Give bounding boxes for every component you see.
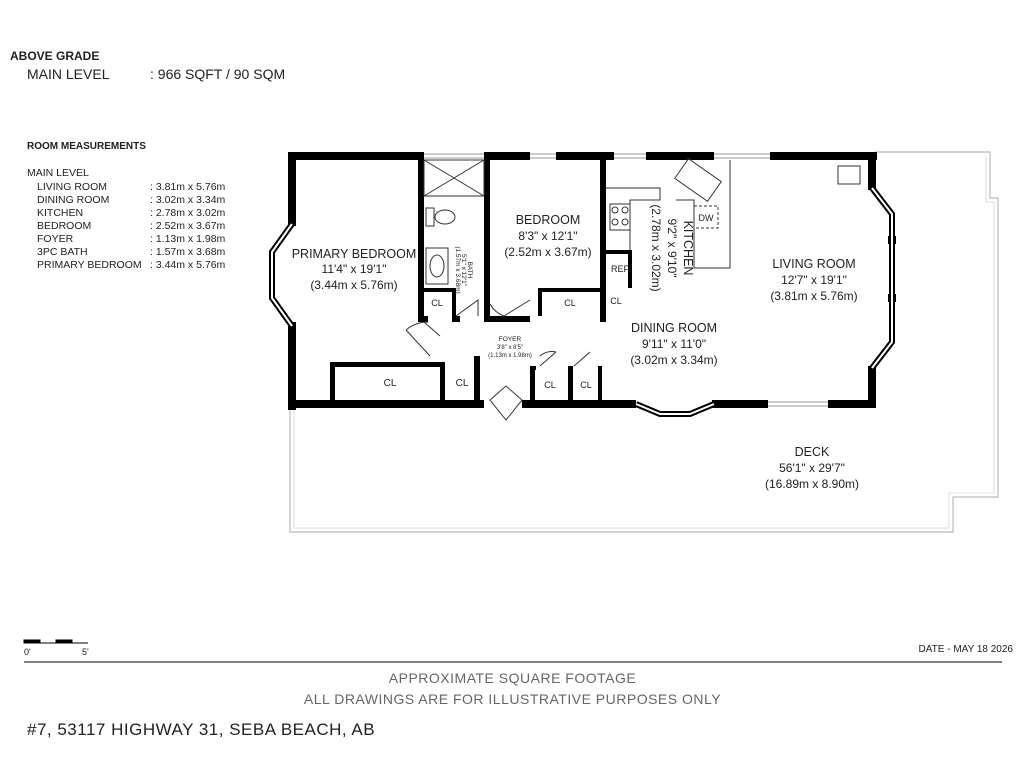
closet-label: CL xyxy=(544,380,556,390)
level-area: : 966 SQFT / 90 SQM xyxy=(150,66,286,82)
scale-start-label: 0' xyxy=(24,647,31,657)
right-bay-window xyxy=(869,186,895,370)
measurement-value: : 3.81m x 5.76m xyxy=(150,181,226,193)
measurement-value: : 1.57m x 3.68m xyxy=(150,246,226,258)
living-room-imperial: 12'7" x 19'1" xyxy=(781,273,847,287)
footer-line-2: ALL DRAWINGS ARE FOR ILLUSTRATIVE PURPOS… xyxy=(303,691,722,707)
closet-label: CL xyxy=(384,378,397,389)
closet-label: CL xyxy=(431,298,443,308)
closet-label: CL xyxy=(610,296,622,306)
measurement-name: 3PC BATH xyxy=(37,246,88,258)
measurement-value: : 1.13m x 1.98m xyxy=(150,233,226,245)
measurement-name: PRIMARY BEDROOM xyxy=(37,259,142,271)
living-room-name: LIVING ROOM xyxy=(772,257,855,271)
bath-imperial: 5'1" x 12'1" xyxy=(460,254,467,287)
measurement-row: FOYER : 1.13m x 1.98m xyxy=(37,233,225,245)
left-bay-window xyxy=(269,222,295,328)
deck-metric: (16.89m x 8.90m) xyxy=(765,477,859,491)
kitchen-fixtures xyxy=(606,158,861,269)
deck-name: DECK xyxy=(795,445,830,459)
measurement-row: LIVING ROOM : 3.81m x 5.76m xyxy=(37,181,225,193)
dining-room-name: DINING ROOM xyxy=(631,321,717,335)
kitchen-metric: (2.78m x 3.02m) xyxy=(649,204,663,291)
kitchen-imperial: 9'2" x 9'10" xyxy=(665,218,679,277)
bath-fixtures xyxy=(423,159,485,285)
level-label: MAIN LEVEL xyxy=(27,66,110,82)
bedroom-name: BEDROOM xyxy=(516,213,581,227)
primary-bedroom-name: PRIMARY BEDROOM xyxy=(292,247,417,261)
foyer-metric: (1.13m x 1.98m) xyxy=(488,353,532,359)
measurement-name: BEDROOM xyxy=(37,220,92,232)
measurement-row: 3PC BATH : 1.57m x 3.68m xyxy=(37,246,225,258)
foyer-name: FOYER xyxy=(499,336,522,343)
measurement-row: BEDROOM : 2.52m x 3.67m xyxy=(37,220,225,232)
measurement-row: KITCHEN : 2.78m x 3.02m xyxy=(37,207,225,219)
room-measurements-level: MAIN LEVEL xyxy=(27,167,89,179)
dining-room-metric: (3.02m x 3.34m) xyxy=(630,353,717,367)
bedroom-metric: (2.52m x 3.67m) xyxy=(504,245,591,259)
window-lines xyxy=(424,153,828,407)
measurement-name: LIVING ROOM xyxy=(37,181,108,193)
measurement-name: FOYER xyxy=(37,233,74,245)
measurement-row: DINING ROOM : 3.02m x 3.34m xyxy=(37,194,225,206)
dw-label: DW xyxy=(699,213,714,223)
bath-metric: (1.57m x 3.68m) xyxy=(454,246,461,293)
primary-bedroom-metric: (3.44m x 5.76m) xyxy=(310,278,397,292)
measurement-value: : 3.02m x 3.34m xyxy=(150,194,226,206)
measurement-row: PRIMARY BEDROOM : 3.44m x 5.76m xyxy=(37,259,225,271)
header-title: ABOVE GRADE xyxy=(10,49,100,63)
deck-inner xyxy=(293,156,995,529)
living-room-metric: (3.81m x 5.76m) xyxy=(770,289,857,303)
bottom-bay-window xyxy=(634,401,716,417)
closet-label: CL xyxy=(564,298,576,308)
room-measurements-title: ROOM MEASUREMENTS xyxy=(27,141,146,152)
interior-walls xyxy=(330,152,632,402)
footer-line-1: APPROXIMATE SQUARE FOOTAGE xyxy=(388,670,637,686)
closet-label: CL xyxy=(580,380,592,390)
kitchen-name: KITCHEN xyxy=(681,221,695,276)
plan-date: DATE - MAY 18 2026 xyxy=(918,644,1014,655)
bath-name: BATH xyxy=(466,262,473,279)
doors xyxy=(405,299,591,421)
exterior-walls xyxy=(288,152,896,410)
measurement-value: : 3.44m x 5.76m xyxy=(150,259,226,271)
scale-bar xyxy=(23,639,88,644)
primary-bedroom-imperial: 11'4" x 19'1" xyxy=(322,262,387,276)
measurement-name: DINING ROOM xyxy=(37,194,110,206)
foyer-imperial: 3'8" x 8'5" xyxy=(497,345,523,351)
scale-end-label: 5' xyxy=(82,647,89,657)
ref-label: REF xyxy=(611,264,630,274)
dining-room-imperial: 9'11" x 11'0" xyxy=(642,337,706,351)
measurement-value: : 2.78m x 3.02m xyxy=(150,207,226,219)
bedroom-imperial: 8'3" x 12'1" xyxy=(518,229,577,243)
property-address: #7, 53117 HIGHWAY 31, SEBA BEACH, AB xyxy=(27,720,376,739)
measurement-value: : 2.52m x 3.67m xyxy=(150,220,226,232)
deck-imperial: 56'1" x 29'7" xyxy=(779,461,845,475)
deck-outline xyxy=(289,151,999,533)
measurement-name: KITCHEN xyxy=(37,207,84,219)
closet-label: CL xyxy=(456,378,469,389)
